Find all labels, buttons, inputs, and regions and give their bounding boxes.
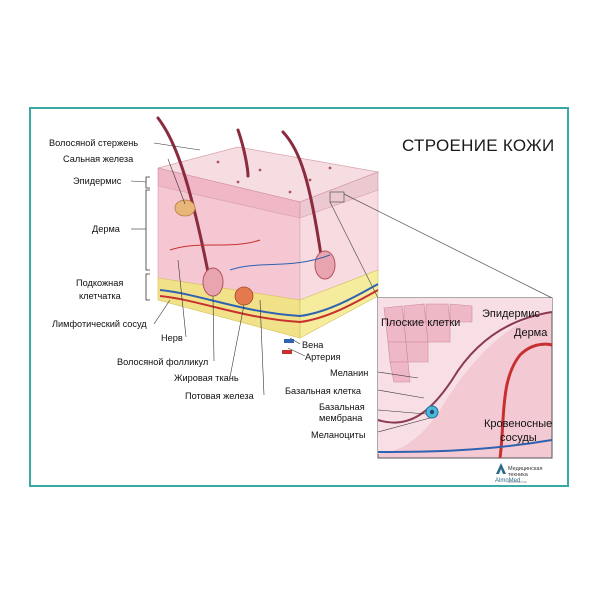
label-nerve: Нерв	[161, 333, 183, 343]
brand-site: almamed.su	[508, 480, 528, 484]
inset-label-dermis: Дерма	[514, 327, 548, 339]
brand-tagline: Медицинская техника	[508, 466, 542, 478]
vessels	[159, 239, 379, 324]
epidermis-cells	[383, 303, 473, 383]
label-hair-shaft: Волосяной стержень	[49, 138, 139, 148]
diagram-title: СТРОЕНИЕ КОЖИ	[402, 136, 555, 155]
inset-label-basal-membrane-1: Базальная	[319, 402, 365, 412]
inset-label-blood-vessels-2: сосуды	[500, 432, 537, 444]
label-dermis: Дерма	[92, 224, 120, 234]
inset-label-basal-membrane-2: мембрана	[319, 413, 363, 423]
hair-shafts	[156, 116, 324, 284]
label-lymph-vessel: Лимфотический сосуд	[52, 319, 147, 329]
hair-follicle-right	[314, 250, 336, 280]
inset-label-flat-cells: Плоские клетки	[381, 317, 461, 329]
inset-detail	[377, 297, 553, 459]
label-fat-tissue: Жировая ткань	[174, 373, 239, 383]
sweat-gland	[234, 286, 254, 306]
label-subcutaneous-2: клетчатка	[79, 291, 121, 301]
hair-follicle-left	[202, 267, 224, 297]
label-epidermis: Эпидермис	[73, 176, 122, 186]
skin-pores	[216, 160, 332, 194]
label-sweat-gland: Потовая железа	[185, 391, 254, 401]
label-subcutaneous-1: Подкожная	[76, 278, 124, 288]
brand-name: AlmoMed	[495, 478, 521, 484]
inset-label-melanin: Меланин	[330, 368, 369, 378]
inset-label-epidermis: Эпидермис	[482, 308, 540, 320]
brand-line2: техника	[508, 472, 528, 478]
sebaceous-gland	[174, 199, 196, 217]
label-hair-follicle: Волосяной фолликул	[117, 357, 209, 367]
inset-label-basal-cell: Базальная клетка	[285, 386, 362, 396]
vein-marker	[284, 339, 294, 343]
label-sebaceous-gland: Сальная железа	[63, 154, 134, 164]
leader-lines	[130, 142, 306, 396]
label-vein: Вена	[302, 340, 324, 350]
almomed-logo	[496, 463, 506, 474]
layer-brackets	[145, 176, 150, 301]
inset-label-blood-vessels-1: Кровеносные	[484, 418, 553, 430]
brand-line1: Медицинская	[508, 466, 543, 472]
artery-marker	[282, 350, 292, 354]
inset-label-melanocytes: Меланоциты	[311, 430, 366, 440]
label-artery: Артерия	[305, 352, 341, 362]
zoom-lines	[329, 191, 553, 299]
